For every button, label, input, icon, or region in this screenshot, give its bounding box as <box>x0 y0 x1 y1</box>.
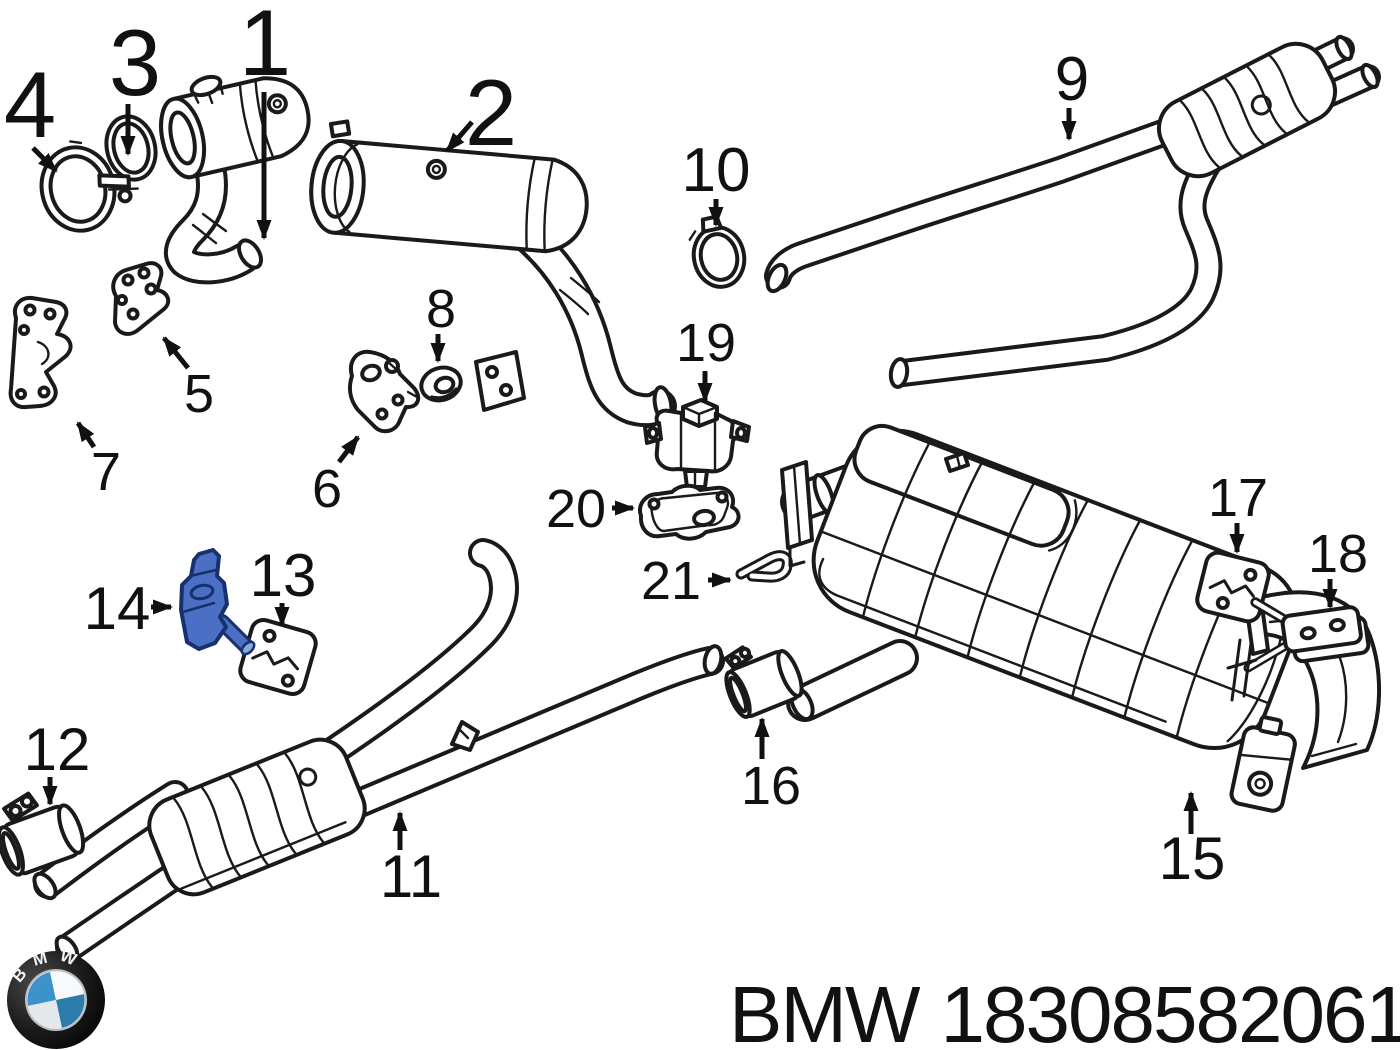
part-4-vband-clamp <box>39 140 139 233</box>
bmw-logo-quadrant-bl <box>28 1000 62 1029</box>
callout-4: 4 <box>4 52 56 157</box>
callout-13: 13 <box>250 542 317 609</box>
callout-17: 17 <box>1208 468 1268 528</box>
part-21-u-clip <box>735 550 793 583</box>
callout-9: 9 <box>1055 45 1089 114</box>
bmw-logo-quadrant-br <box>56 994 85 1028</box>
callout-1: 1 <box>239 0 291 95</box>
brand-text: BMW <box>729 970 921 1050</box>
part-14-bracket-highlighted <box>179 548 256 656</box>
part-17-rubber-mount <box>1195 550 1271 624</box>
callout-arrows <box>31 92 1338 850</box>
part-1-inlet-flange <box>189 74 224 105</box>
callout-5: 5 <box>184 364 214 424</box>
part-18-hanger-bracket <box>1250 597 1371 664</box>
part-8-grommet <box>419 365 463 403</box>
callout-20: 20 <box>546 479 606 539</box>
muffler-hanger-pin <box>944 451 970 473</box>
bmw-logo-quadrant-tr <box>50 971 84 1000</box>
part-12-clamp <box>0 791 86 877</box>
callout-3: 3 <box>109 10 161 115</box>
muffler-valve-actuator <box>1229 715 1297 813</box>
callout-10: 10 <box>682 136 751 205</box>
part-6-bracket <box>348 349 421 434</box>
part-5-bracket <box>111 261 171 336</box>
part-number-text: 18308582061 <box>940 970 1400 1050</box>
callout-2: 2 <box>465 60 517 165</box>
callout-7: 7 <box>91 442 121 502</box>
callout-8: 8 <box>426 279 456 339</box>
part-16-clamp <box>723 645 804 719</box>
callout-19: 19 <box>676 313 736 373</box>
callout-6: 6 <box>312 459 342 519</box>
callout-21: 21 <box>641 551 701 611</box>
callout-12: 12 <box>24 716 91 783</box>
part-2-mount-flange <box>474 350 526 412</box>
bmw-logo-quadrant-tl <box>27 972 56 1006</box>
part-7-bracket <box>8 295 73 410</box>
part-19-mount-block <box>643 398 751 489</box>
part-1-catalytic-converter <box>159 74 311 285</box>
callout-18: 18 <box>1308 524 1368 584</box>
part-9-center-resonator-assembly <box>764 34 1381 389</box>
part-2-catalytic-converter-downpipe <box>309 119 677 428</box>
callout-14: 14 <box>84 575 151 642</box>
callout-15: 15 <box>1159 825 1226 892</box>
callout-16: 16 <box>741 756 801 816</box>
callout-11: 11 <box>380 843 442 910</box>
part-13-rubber-mount <box>238 617 318 697</box>
part-10-clamp <box>688 214 747 289</box>
part-20-gasket-plate <box>638 483 741 541</box>
bmw-logo: BMW <box>4 939 105 1049</box>
callout-numbers: 1 2 3 4 5 6 7 8 9 10 11 12 13 14 15 16 1… <box>4 0 1368 910</box>
